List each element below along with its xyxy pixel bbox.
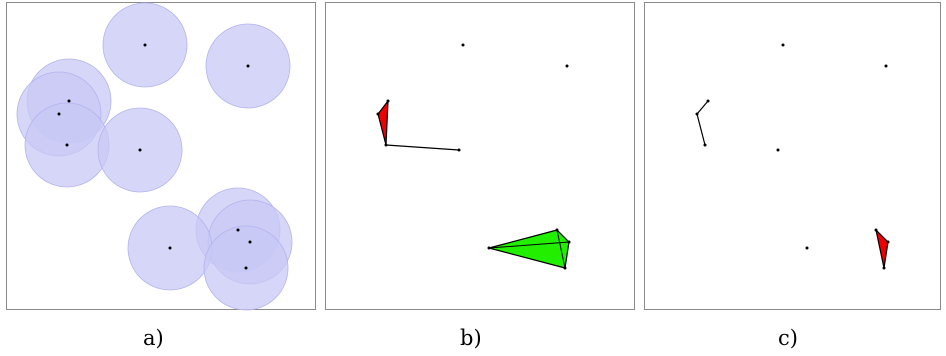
edge [385,144,460,151]
edge [696,113,706,146]
vertex-point [565,64,569,68]
vertex-point [65,143,69,147]
panel-b-frame [325,2,635,310]
vertex-point [376,112,380,116]
edge [696,100,709,115]
vertex-point [706,99,710,103]
vertex-point [386,99,390,103]
vertex-point [886,240,890,244]
green-simplex-edge [556,229,566,269]
vertex-point [555,228,559,232]
vertex-point [246,64,250,68]
panel-label-c: c) [778,326,798,350]
vertex-point [805,246,809,250]
vertex-point [882,266,886,270]
vertex-point [567,240,571,244]
vertex-point [248,240,252,244]
vertex-point [244,266,248,270]
vertex-point [457,148,461,152]
panel-c [695,43,890,270]
vertex-point [563,266,567,270]
vertex-point [776,148,780,152]
red-simplex [377,100,389,146]
vertex-point [143,43,147,47]
vertex-point [487,246,491,250]
panel-a [16,2,293,311]
vertex-point [67,99,71,103]
vertex-point [695,112,699,116]
vertex-point [781,43,785,47]
vertex-point [138,148,142,152]
vertex-point [884,64,888,68]
vertex-point [168,246,172,250]
red-simplex [875,229,889,269]
vertex-point [236,228,240,232]
panel-label-b: b) [460,326,482,350]
panel-label-a: a) [143,326,164,350]
vertex-point [703,143,707,147]
vertex-point [384,143,388,147]
vertex-point [874,228,878,232]
vertex-point [461,43,465,47]
vertex-point [57,112,61,116]
green-simplex-edge [488,241,570,249]
panel-b [376,43,571,270]
panel-c-frame [644,2,941,310]
